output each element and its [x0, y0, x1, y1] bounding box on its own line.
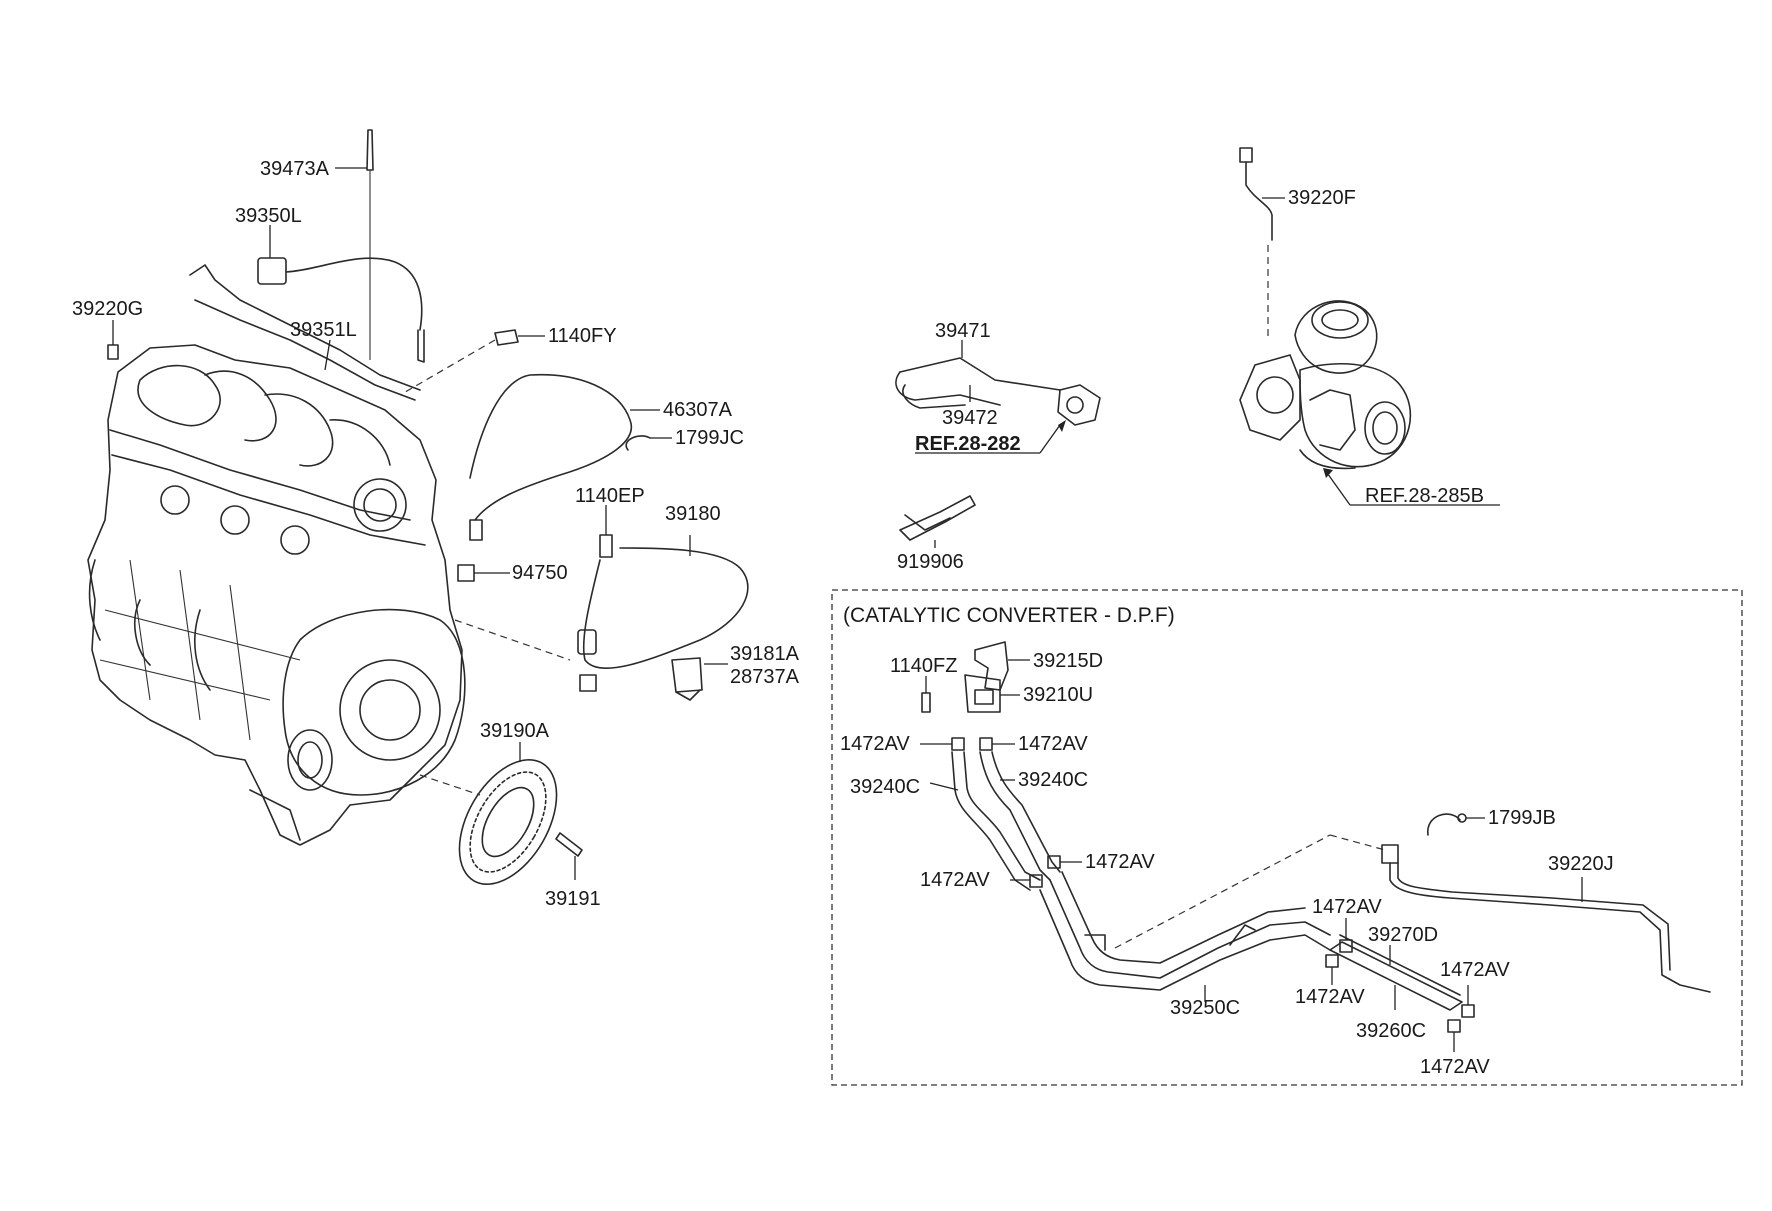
part-39350L — [257, 225, 425, 363]
section-title: (CATALYTIC CONVERTER - D.P.F) — [843, 604, 1175, 627]
part-39180 — [577, 535, 749, 692]
part-39472 — [969, 384, 1101, 426]
label-1472AV-e: 1472AV — [1312, 896, 1382, 918]
part-1472AV-mid-left — [1010, 874, 1043, 888]
label-39210U: 39210U — [1023, 684, 1093, 706]
part-39220G — [107, 320, 119, 360]
label-1472AV-d: 1472AV — [920, 869, 990, 891]
label-39190A: 39190A — [480, 720, 550, 742]
part-39240C-hoses — [929, 751, 1061, 891]
label-1140FY: 1140FY — [548, 325, 617, 347]
part-39471 — [895, 340, 1061, 409]
label-39472: 39472 — [942, 407, 998, 429]
label-39473A: 39473A — [260, 158, 330, 180]
part-1472AV-mid-right — [1047, 855, 1082, 869]
label-39180: 39180 — [665, 503, 721, 525]
label-1472AV-a: 1472AV — [840, 733, 910, 755]
dpf-section-box — [831, 589, 1743, 1086]
dashed-routing — [1114, 834, 1386, 949]
part-39351L — [189, 264, 421, 401]
part-39215D — [974, 641, 1030, 691]
part-94750 — [454, 564, 571, 661]
part-39210U — [964, 674, 1020, 713]
label-39220G: 39220G — [72, 298, 143, 320]
label-39260C: 39260C — [1356, 1020, 1426, 1042]
label-28737A: 28737A — [730, 666, 800, 688]
label-ref-28-285b: REF.28-285B — [1365, 485, 1484, 507]
label-1472AV-b: 1472AV — [1018, 733, 1088, 755]
part-1140FZ — [921, 676, 931, 713]
label-39220J: 39220J — [1548, 853, 1614, 875]
part-1140EP — [599, 505, 613, 558]
part-1472AV-upper — [1339, 918, 1353, 953]
turbocharger — [1239, 300, 1412, 470]
engine-block — [87, 344, 466, 846]
label-94750: 94750 — [512, 562, 568, 584]
label-ref-28-282: REF.28-282 — [915, 433, 1021, 455]
label-1799JB: 1799JB — [1488, 807, 1556, 829]
part-39191 — [555, 832, 583, 880]
part-1472AV-top-right — [979, 737, 1015, 751]
part-39220J — [1381, 844, 1711, 993]
label-39471: 39471 — [935, 320, 991, 342]
label-39181A: 39181A — [730, 643, 800, 665]
label-39191: 39191 — [545, 888, 601, 910]
label-1472AV-c: 1472AV — [1085, 851, 1155, 873]
label-39220F: 39220F — [1288, 187, 1356, 209]
label-919906: 919906 — [897, 551, 964, 573]
label-39270D: 39270D — [1368, 924, 1438, 946]
ref-28-285b-group — [1323, 468, 1500, 506]
label-46307A: 46307A — [663, 399, 733, 421]
label-1472AV-h: 1472AV — [1420, 1056, 1490, 1078]
label-39215D: 39215D — [1033, 650, 1103, 672]
part-1472AV-lower-left — [1325, 954, 1339, 985]
label-39240C-b: 39240C — [1018, 769, 1088, 791]
part-1799JB — [1427, 813, 1485, 836]
label-39240C-a: 39240C — [850, 776, 920, 798]
part-1472AV-bottom — [1447, 1019, 1461, 1052]
label-1799JC: 1799JC — [675, 427, 744, 449]
part-1799JC — [625, 435, 672, 451]
label-39351L: 39351L — [290, 319, 357, 341]
part-1472AV-right — [1461, 985, 1475, 1018]
part-1140FY — [399, 329, 545, 396]
label-1472AV-g: 1472AV — [1295, 986, 1365, 1008]
label-39250C: 39250C — [1170, 997, 1240, 1019]
part-39270D-39260C — [1329, 934, 1463, 1011]
label-39350L: 39350L — [235, 205, 302, 227]
label-1140FZ: 1140FZ — [890, 655, 957, 677]
part-1472AV-top-left — [920, 737, 965, 751]
part-919906 — [899, 495, 976, 548]
ref-28-282-group — [915, 420, 1066, 454]
part-labels: 39473A 39350L 39220G 39351L 1140FY 46307… — [72, 158, 1614, 1078]
part-46307A — [469, 373, 660, 541]
part-39250C-pipes — [1039, 871, 1331, 1002]
label-1472AV-f: 1472AV — [1440, 959, 1510, 981]
part-39190A — [419, 742, 558, 885]
part-39220F — [1239, 147, 1285, 340]
part-39181A — [671, 657, 728, 701]
part-39473A — [335, 129, 374, 360]
label-1140EP: 1140EP — [575, 485, 645, 507]
